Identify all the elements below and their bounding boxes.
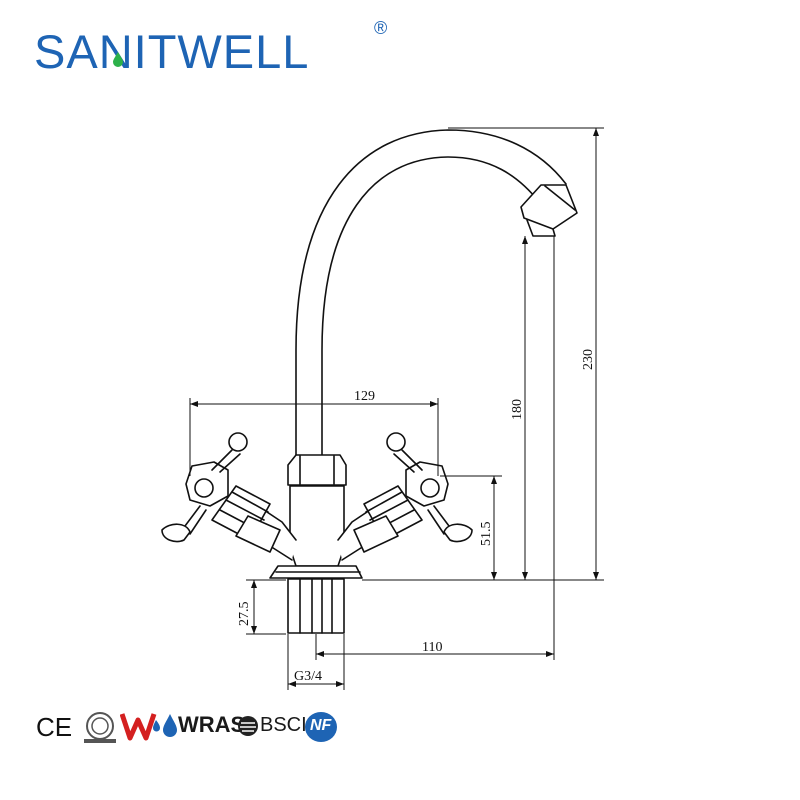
threaded-shank (287, 578, 345, 634)
bsci-icon (238, 716, 258, 736)
wras-label: WRAS (178, 712, 246, 737)
nf-icon (305, 712, 337, 742)
water-drop-icon (113, 52, 123, 67)
dim-spout-reach: 110 (422, 640, 442, 655)
central-body (289, 485, 345, 567)
cupc-icon (84, 712, 116, 743)
dim-shank-length: 27.5 (237, 602, 252, 627)
brand-name-text: SANITWELL (34, 25, 310, 78)
dim-spout-height: 180 (510, 399, 525, 420)
dim-body-height: 51.5 (479, 522, 494, 547)
ce-icon: CE (36, 712, 73, 742)
spout-inner (321, 156, 541, 463)
dim-handle-span: 129 (354, 389, 375, 404)
right-valve (337, 432, 473, 561)
bsci-label: BSCI (260, 714, 307, 736)
brand-logo: SANITWELL ® (34, 18, 414, 82)
left-valve (161, 432, 297, 561)
dim-thread-size: G3/4 (294, 669, 322, 684)
spout-outer (295, 129, 567, 463)
dim-total-height: 230 (581, 349, 596, 370)
brand-name: SANITWELL (34, 22, 309, 82)
wras-icon (163, 714, 177, 737)
certification-logos: CE WRAS BSCI NF (36, 708, 356, 748)
nf-label: NF (310, 717, 332, 734)
central-hex-nut (287, 454, 347, 486)
registered-trademark-icon: ® (374, 18, 388, 38)
watermark-icon (120, 713, 160, 741)
